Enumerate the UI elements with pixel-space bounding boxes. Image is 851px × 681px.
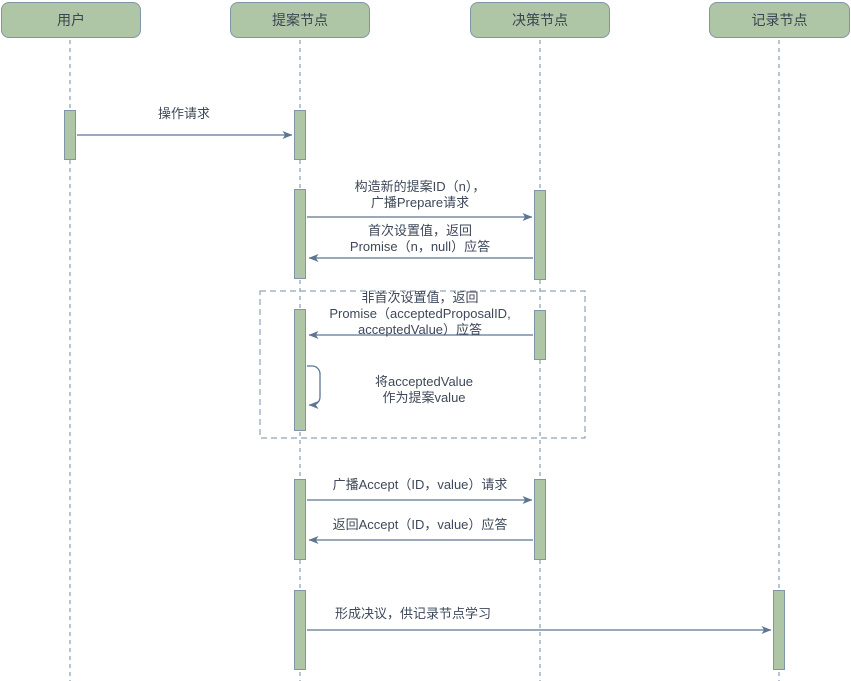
- activation-proposal-4: [294, 479, 306, 560]
- message-label-self-set-value: 将acceptedValue 作为提案value: [374, 374, 474, 405]
- message-label-accept-reply: 返回Accept（ID，value）应答: [332, 517, 508, 532]
- message-label-operation-request: 操作请求: [157, 106, 211, 121]
- activation-proposal-5: [294, 590, 306, 670]
- actor-box-user: 用户: [1, 2, 141, 38]
- arrow-self-message-loop: [307, 365, 321, 409]
- actor-box-record-node: 记录节点: [709, 2, 850, 38]
- actor-label-decision-node: 决策节点: [512, 12, 568, 28]
- message-label-promise-first-reply: 首次设置值，返回 Promise（n，null）应答: [349, 223, 491, 254]
- message-label-resolution-learn: 形成决议，供记录节点学习: [334, 606, 492, 621]
- message-label-broadcast-prepare: 构造新的提案ID（n）， 广播Prepare请求: [354, 179, 486, 210]
- activation-decision-2: [534, 310, 546, 360]
- activation-record-1: [773, 590, 785, 670]
- message-label-promise-accepted-reply: 非首次设置值，返回 Promise（acceptedProposalID, ac…: [329, 290, 511, 337]
- actor-box-proposal-node: 提案节点: [230, 2, 370, 38]
- actor-box-decision-node: 决策节点: [470, 2, 610, 38]
- activation-decision-3: [534, 479, 546, 560]
- actor-label-proposal-node: 提案节点: [272, 12, 328, 28]
- activation-proposal-2: [294, 189, 306, 279]
- message-label-broadcast-accept: 广播Accept（ID，value）请求: [332, 477, 508, 492]
- alt-fragment-box: [259, 290, 586, 439]
- activation-user-1: [64, 110, 76, 160]
- actor-label-record-node: 记录节点: [751, 12, 808, 28]
- activation-proposal-1: [294, 110, 306, 160]
- activation-decision-1: [534, 190, 546, 280]
- activation-proposal-3: [294, 309, 306, 431]
- actor-label-user: 用户: [57, 12, 85, 28]
